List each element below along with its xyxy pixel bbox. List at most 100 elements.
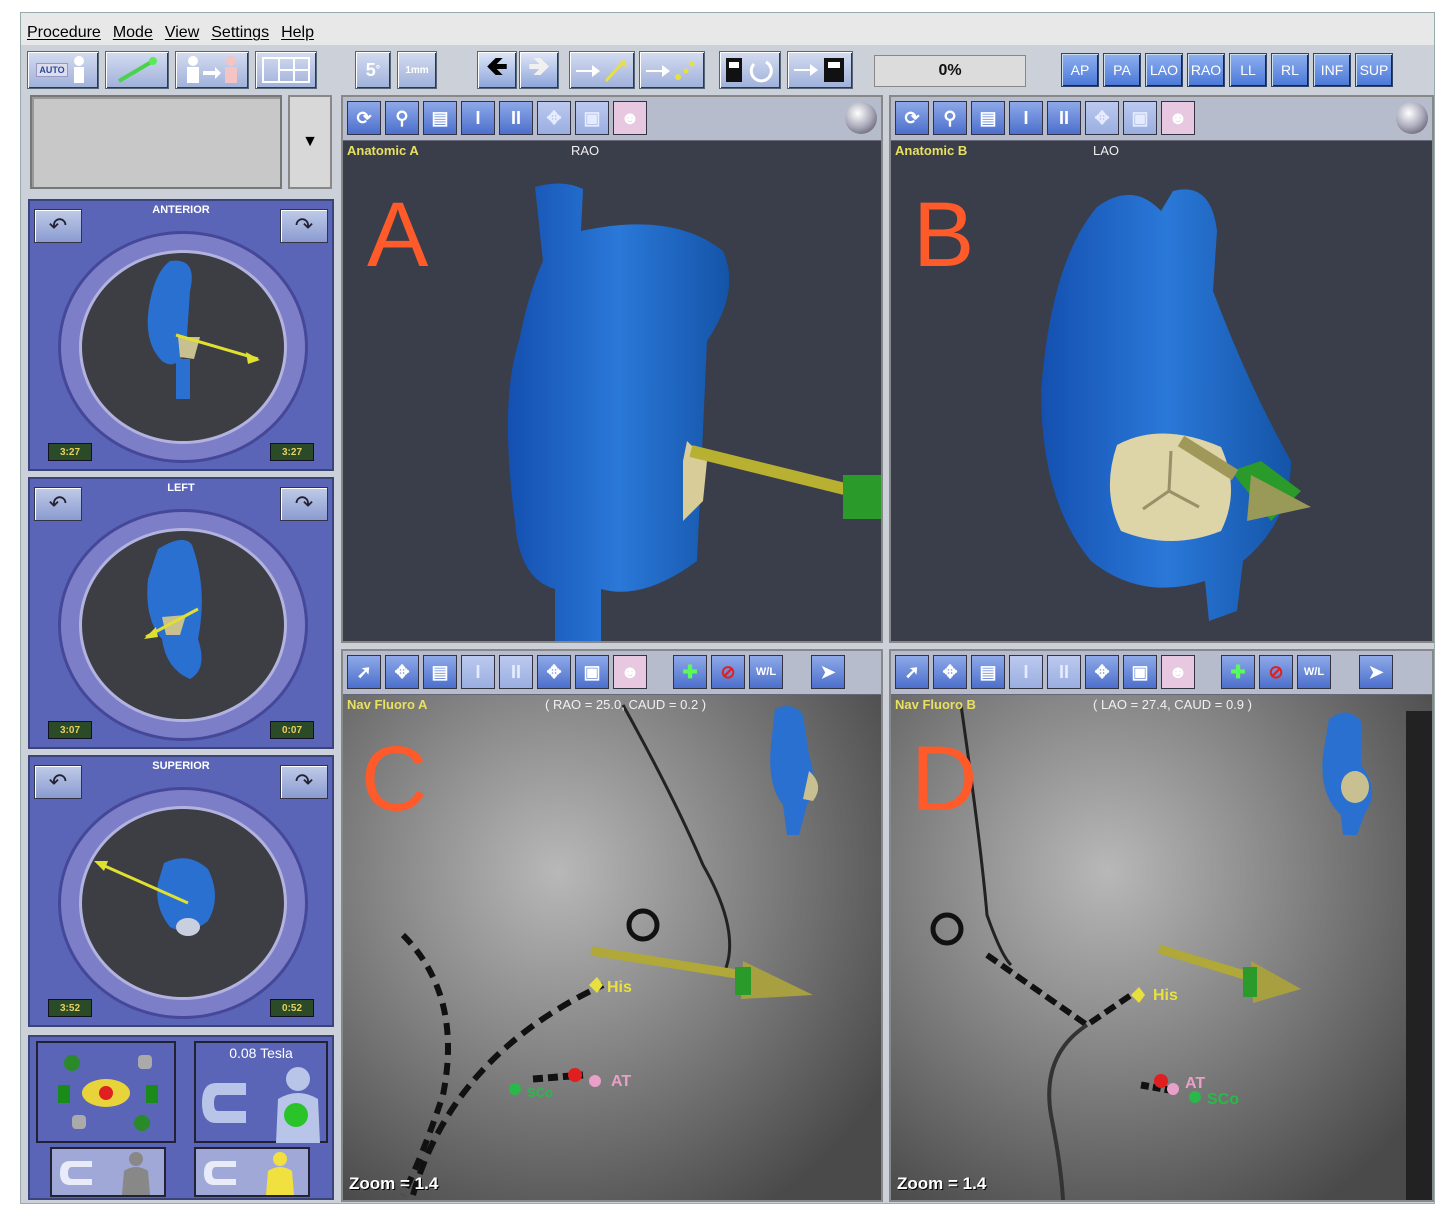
chevron-down-icon: ▼ — [302, 133, 318, 150]
view-sup-button[interactable]: SUP — [1355, 53, 1393, 87]
plane-two-button[interactable]: II — [1047, 101, 1081, 135]
patient-transfer-button[interactable] — [175, 51, 249, 89]
time-right: 0:07 — [270, 721, 314, 739]
magnet-field-display: 0.08 Tesla — [194, 1041, 328, 1143]
pointer-tool-button[interactable]: ➚ — [895, 655, 929, 689]
forward-arrow-button[interactable]: 🡺 — [519, 51, 559, 89]
delete-point-button[interactable]: ⊘ — [711, 655, 745, 689]
left-panel: ▼ ANTERIOR ↶ ↷ 3:27 3:27 LEFT ↶ ↷ — [26, 95, 334, 1200]
pan-tool-button[interactable]: ✥ — [385, 655, 419, 689]
fluoro-overlay-button[interactable]: ▣ — [575, 101, 609, 135]
magnet-rotate-button[interactable] — [719, 51, 781, 89]
view-lao-button[interactable]: LAO — [1145, 53, 1183, 87]
fluoro-settings-button[interactable]: ➤ — [811, 655, 845, 689]
menu-mode[interactable]: Mode — [112, 24, 153, 41]
view-ll-button[interactable]: LL — [1229, 53, 1267, 87]
window-level-button[interactable]: W/L — [1297, 655, 1331, 689]
pan-tool-button[interactable]: ✥ — [933, 655, 967, 689]
table-view-button[interactable]: ▤ — [423, 101, 457, 135]
target-button[interactable]: ✥ — [1085, 101, 1119, 135]
sphere-icon[interactable] — [845, 102, 877, 134]
plane-one-button[interactable]: I — [1009, 655, 1043, 689]
procedure-selector[interactable] — [30, 95, 282, 189]
step-mm-button[interactable]: 1mm — [397, 51, 437, 89]
delete-icon: ⊘ — [720, 661, 736, 682]
zoom-button[interactable]: ⚲ — [385, 101, 419, 135]
patient-overlay-button[interactable]: ☻ — [1161, 101, 1195, 135]
add-point-button[interactable]: ✚ — [673, 655, 707, 689]
target-button[interactable]: ✥ — [1085, 655, 1119, 689]
table-view-button[interactable]: ▤ — [423, 655, 457, 689]
rotate-right-button[interactable]: ↷ — [280, 487, 328, 521]
rotate-right-button[interactable]: ↷ — [280, 765, 328, 799]
magnet-position-display[interactable] — [36, 1041, 176, 1143]
rotate-left-button[interactable]: ↶ — [34, 209, 82, 243]
panel-letter: C — [361, 728, 428, 830]
catheter-button[interactable] — [105, 51, 169, 89]
table-view-button[interactable]: ▤ — [971, 101, 1005, 135]
time-left: 3:07 — [48, 721, 92, 739]
plane-two-button[interactable]: II — [499, 101, 533, 135]
plane-two-button[interactable]: II — [499, 655, 533, 689]
view-pa-button[interactable]: PA — [1103, 53, 1141, 87]
delete-point-button[interactable]: ⊘ — [1259, 655, 1293, 689]
view-rao-button[interactable]: RAO — [1187, 53, 1225, 87]
view-inf-button[interactable]: INF — [1313, 53, 1351, 87]
table-view-button[interactable]: ▤ — [971, 655, 1005, 689]
fluoro-icon: ▣ — [583, 661, 601, 682]
menu-procedure[interactable]: Procedure — [27, 24, 101, 41]
fluoro-overlay-button[interactable]: ▣ — [1123, 101, 1157, 135]
menu-help[interactable]: Help — [281, 24, 314, 41]
sphere-icon[interactable] — [1396, 102, 1428, 134]
auto-mode-button[interactable]: AUTO — [27, 51, 99, 89]
menu-view[interactable]: View — [164, 24, 200, 41]
rotate-view-button[interactable]: ⟳ — [895, 101, 929, 135]
patient-overlay-button[interactable]: ☻ — [1161, 655, 1195, 689]
magnet-view-yellow-button[interactable] — [194, 1147, 310, 1197]
rotate-right-button[interactable]: ↷ — [280, 209, 328, 243]
add-point-button[interactable]: ✚ — [1221, 655, 1255, 689]
back-arrow-button[interactable]: 🡸 — [477, 51, 517, 89]
add-point-icon: ✚ — [1230, 661, 1246, 682]
plane-one-button[interactable]: I — [461, 101, 495, 135]
plane-one-button[interactable]: I — [1009, 101, 1043, 135]
plane-one-icon: I — [1023, 107, 1029, 128]
fluoro-overlay-button[interactable]: ▣ — [575, 655, 609, 689]
target-button[interactable]: ✥ — [537, 655, 571, 689]
rotate-right-icon: ↷ — [294, 213, 314, 238]
view-ap-button[interactable]: AP — [1061, 53, 1099, 87]
selector-dropdown-button[interactable]: ▼ — [288, 95, 332, 189]
apply-target-button[interactable] — [639, 51, 705, 89]
heart-3d-model — [1041, 189, 1311, 622]
fluoro-overlay — [930, 704, 1373, 1200]
window-level-button[interactable]: W/L — [749, 655, 783, 689]
rotate-left-button[interactable]: ↶ — [34, 765, 82, 799]
patient-overlay-button[interactable]: ☻ — [613, 655, 647, 689]
rotate-left-button[interactable]: ↶ — [34, 487, 82, 521]
plane-one-button[interactable]: I — [461, 655, 495, 689]
menu-settings[interactable]: Settings — [211, 24, 270, 41]
view-rl-button[interactable]: RL — [1271, 53, 1309, 87]
pointer-tool-button[interactable]: ➚ — [347, 655, 381, 689]
plane-two-button[interactable]: II — [1047, 655, 1081, 689]
rotate-left-icon: ↶ — [48, 491, 68, 516]
grid-layout-icon — [262, 57, 310, 83]
magnet-move-button[interactable] — [787, 51, 853, 89]
zoom-button[interactable]: ⚲ — [933, 101, 967, 135]
target-button[interactable]: ✥ — [537, 101, 571, 135]
layout-grid-button[interactable] — [255, 51, 317, 89]
fluoro-overlay-button[interactable]: ▣ — [1123, 655, 1157, 689]
patient-overlay-button[interactable]: ☻ — [613, 101, 647, 135]
step-degrees-button[interactable]: 5° — [355, 51, 391, 89]
viewport-projection: LAO — [1093, 143, 1120, 158]
viewport-anatomic-a: ⟳ ⚲ ▤ I II ✥ ▣ ☻ Anatomic A RAO A — [341, 95, 883, 643]
orientation-panel-left: LEFT ↶ ↷ 3:07 0:07 — [28, 477, 334, 749]
fluoro-icon: ▣ — [583, 107, 601, 128]
orientation-dial[interactable] — [58, 509, 308, 741]
rotate-view-button[interactable]: ⟳ — [347, 101, 381, 135]
apply-vector-button[interactable] — [569, 51, 635, 89]
fluoro-settings-button[interactable]: ➤ — [1359, 655, 1393, 689]
heart-model-icon — [144, 539, 202, 679]
at-marker-label: AT — [611, 1073, 632, 1090]
magnet-view-gray-button[interactable] — [50, 1147, 166, 1197]
